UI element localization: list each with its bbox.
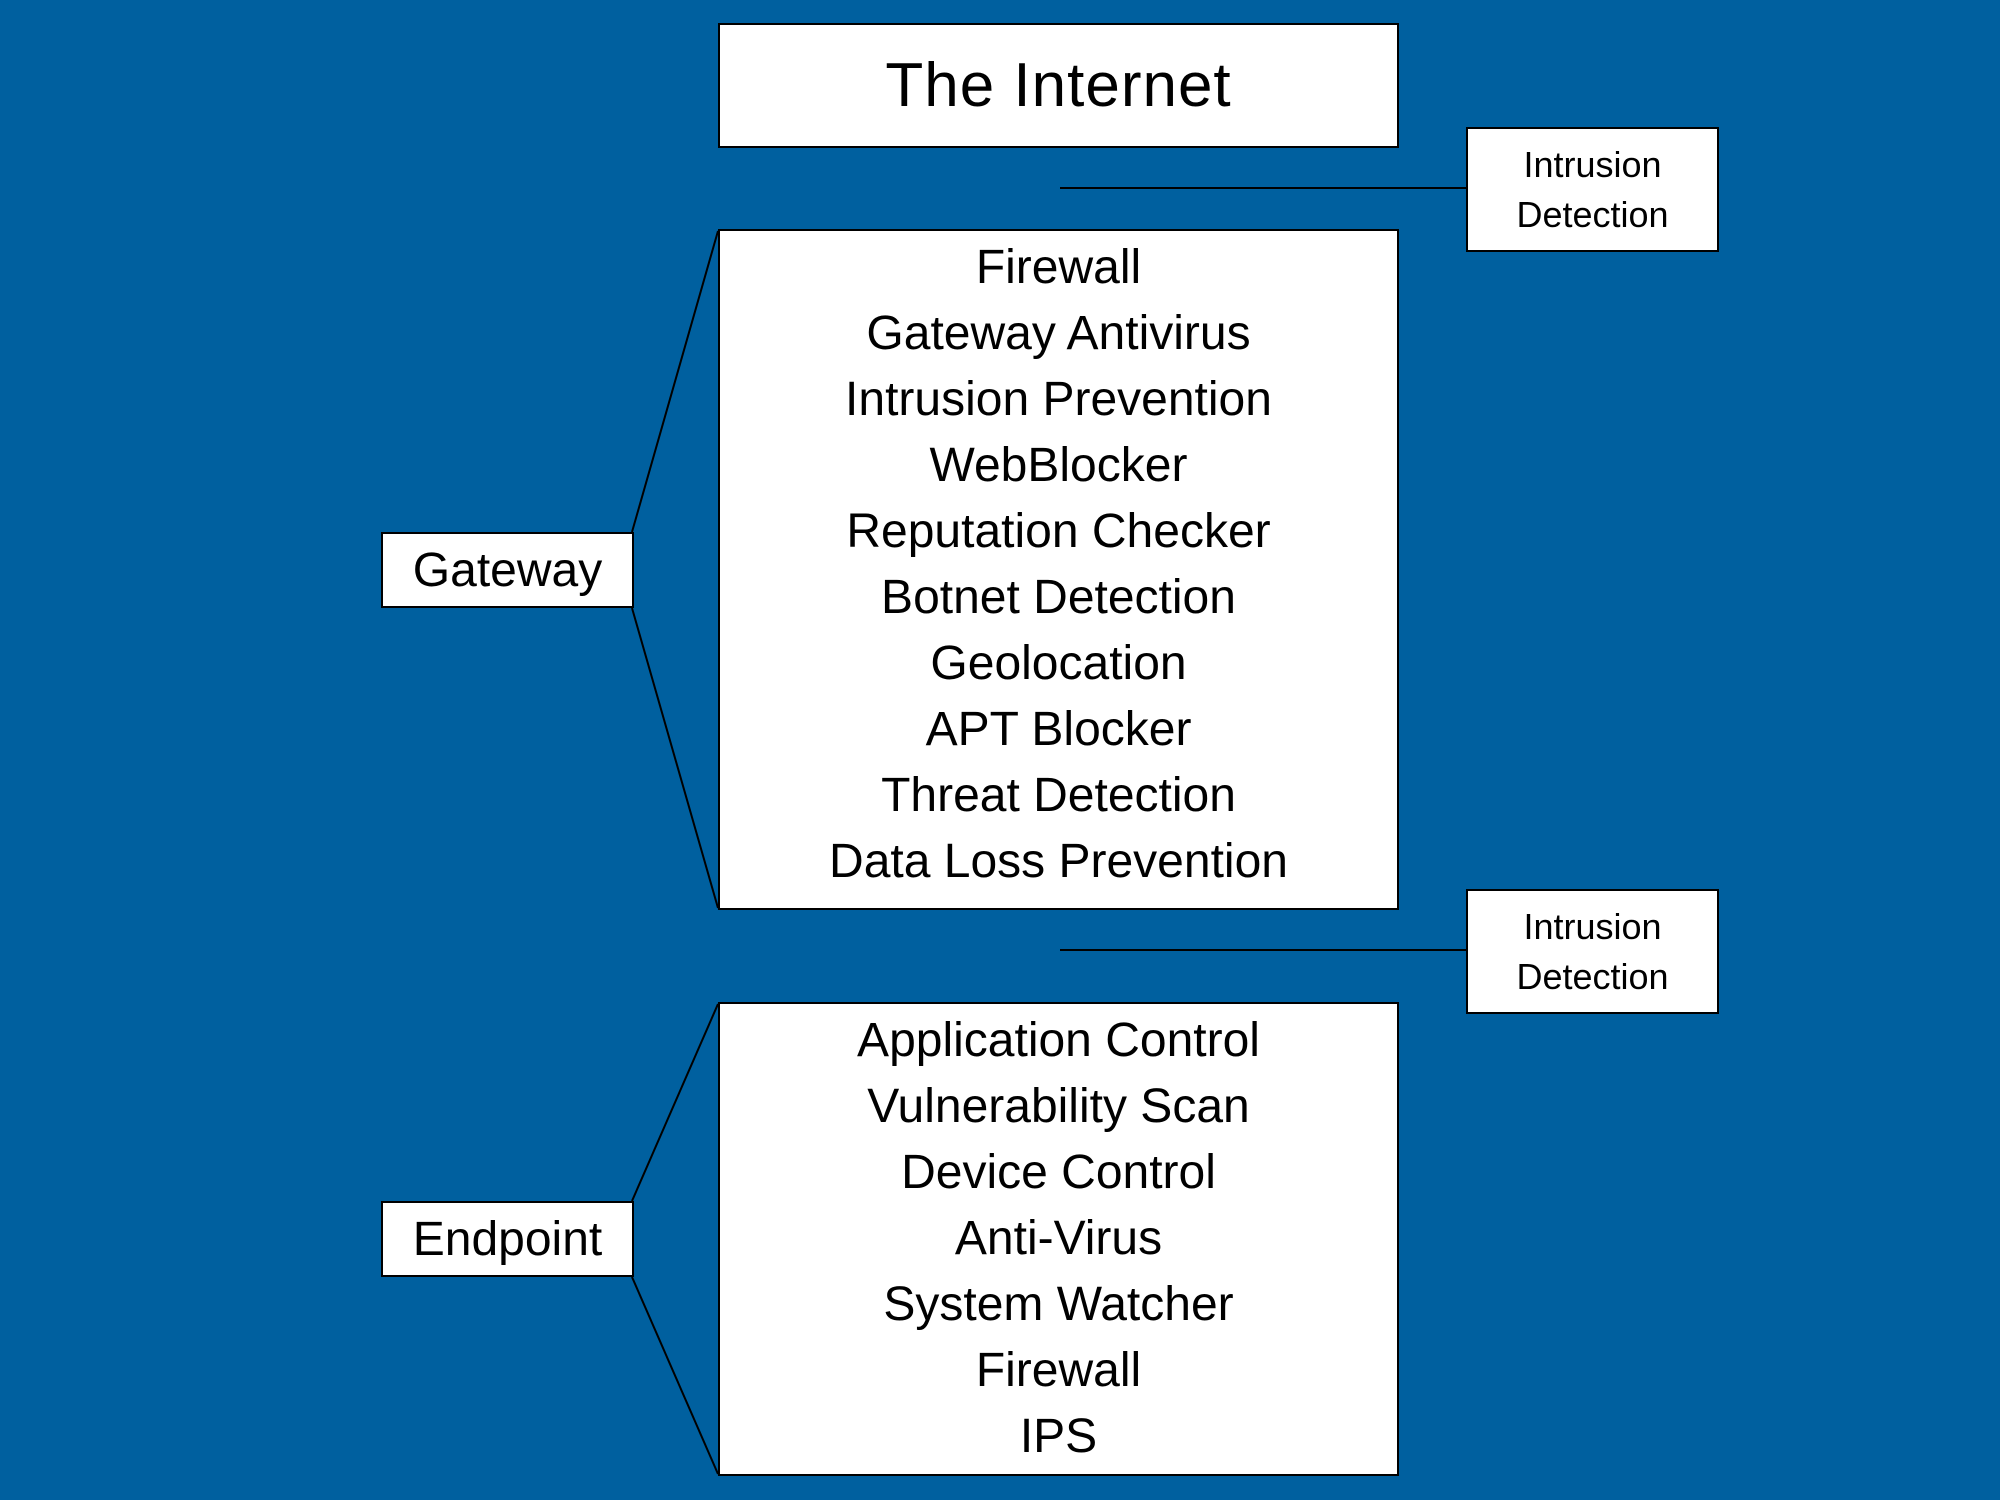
endpoint-feature-item: System Watcher xyxy=(883,1278,1234,1331)
endpoint-feature-item: Device Control xyxy=(901,1146,1216,1199)
ids-top-line2: Detection xyxy=(1516,193,1669,235)
ids-top-line1: Intrusion xyxy=(1523,143,1662,185)
intrusion-detection-bottom-node: Intrusion Detection xyxy=(1466,889,1719,1014)
endpoint-features-list: Application Control Vulnerability Scan D… xyxy=(718,1002,1399,1476)
ids-bottom-line1: Intrusion xyxy=(1523,905,1662,947)
endpoint-node: Endpoint xyxy=(381,1201,634,1277)
endpoint-feature-item: Firewall xyxy=(975,1344,1142,1397)
endpoint-label: Endpoint xyxy=(412,1212,603,1266)
endpoint-feature-item: Application Control xyxy=(857,1014,1260,1067)
gateway-feature-item: Threat Detection xyxy=(881,769,1236,822)
gateway-feature-item: Geolocation xyxy=(930,637,1187,690)
endpoint-feature-item: Anti-Virus xyxy=(954,1212,1163,1265)
ids-bottom-line2: Detection xyxy=(1516,955,1669,997)
gateway-feature-item: WebBlocker xyxy=(929,439,1188,492)
gateway-feature-item: Data Loss Prevention xyxy=(829,835,1288,888)
internet-label: The Internet xyxy=(885,51,1232,120)
endpoint-bracket-lower xyxy=(631,1276,719,1475)
internet-node: The Internet xyxy=(718,23,1399,148)
gateway-feature-item: APT Blocker xyxy=(925,703,1192,756)
endpoint-feature-item: IPS xyxy=(1019,1410,1098,1463)
gateway-feature-item: Reputation Checker xyxy=(846,505,1271,558)
endpoint-feature-item: Vulnerability Scan xyxy=(867,1080,1250,1133)
gateway-features-list: Firewall Gateway Antivirus Intrusion Pre… xyxy=(718,229,1399,910)
gateway-label: Gateway xyxy=(412,543,603,597)
gateway-bracket-upper xyxy=(631,230,719,533)
gateway-node: Gateway xyxy=(381,532,634,608)
gateway-bracket-lower xyxy=(631,607,719,909)
gateway-feature-item: Firewall xyxy=(975,241,1142,294)
gateway-feature-item: Gateway Antivirus xyxy=(866,307,1251,360)
gateway-feature-item: Intrusion Prevention xyxy=(845,373,1272,426)
endpoint-bracket-upper xyxy=(631,1003,719,1202)
gateway-feature-item: Botnet Detection xyxy=(881,571,1236,624)
intrusion-detection-top-node: Intrusion Detection xyxy=(1466,127,1719,252)
